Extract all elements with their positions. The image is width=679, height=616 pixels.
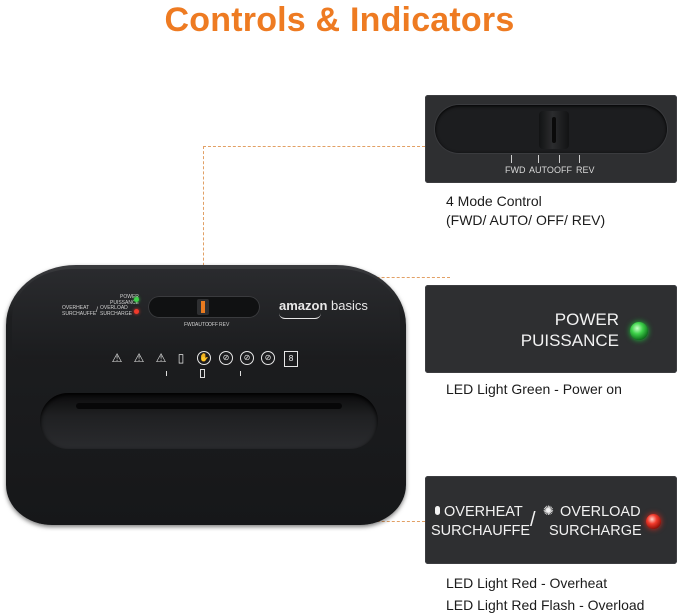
power-panel: POWER PUISSANCE — [425, 285, 677, 373]
logo-amazon: amazon — [279, 298, 328, 313]
icon-divider — [200, 369, 205, 378]
tick-mark — [511, 155, 512, 163]
mode-label-off: OFF — [554, 165, 572, 175]
shredder-top-panel: POWER PUISSANCE OVERHEAT SURCHAUFFE / OV… — [12, 269, 400, 359]
page-title: Controls & Indicators — [164, 1, 515, 39]
overheat-caption-line2: LED Light Red Flash - Overload — [446, 597, 645, 613]
overload-label-line1: OVERLOAD — [560, 504, 641, 520]
overheat-label-line1: OVERHEAT — [444, 504, 523, 520]
no-hand-icon: ✋ — [197, 351, 211, 365]
mode-control-panel: FWD AUTO OFF REV — [425, 95, 677, 183]
tick-mark — [579, 155, 580, 163]
warning-icon: ⚠ — [155, 351, 167, 365]
shredder-separator: / — [96, 307, 98, 314]
shredder-overload-line2: SURCHARGE — [100, 311, 132, 317]
warning-icon: ⚠ — [111, 351, 123, 365]
tick-mark — [538, 155, 539, 163]
icon-divider — [166, 371, 167, 376]
logo-smile — [279, 313, 321, 319]
amazon-basics-logo: amazon basics — [279, 298, 368, 319]
thermometer-icon — [435, 506, 440, 515]
warning-icon: ⚠ — [133, 351, 145, 365]
shredder-overheat-label: OVERHEAT SURCHAUFFE — [62, 305, 96, 317]
mode-switch-track — [435, 105, 667, 153]
mode-caption-line1: 4 Mode Control — [446, 193, 542, 209]
power-led-icon — [630, 322, 648, 340]
power-label-line2: PUISSANCE — [520, 331, 619, 350]
overheat-led-icon — [646, 514, 661, 529]
overheat-overload-panel: OVERHEAT SURCHAUFFE / ✺ OVERLOAD SURCHAR… — [425, 476, 677, 564]
shredder-power-line1: POWER — [120, 294, 139, 300]
shredder-mode-auto: AUTO — [195, 322, 209, 328]
no-hair-icon: ⊘ — [240, 351, 254, 365]
overload-label: OVERLOAD SURCHARGE — [545, 503, 642, 541]
capacity-icon: 8 — [284, 351, 298, 367]
mode-switch-knob[interactable] — [539, 111, 569, 149]
power-label: POWER PUISSANCE — [521, 309, 619, 351]
overheat-label-line2: SURCHAUFFE — [431, 523, 531, 539]
shredder-overheat-led-icon — [134, 309, 139, 314]
shredder-mode-off: OFF — [208, 322, 218, 328]
shredder-mode-switch[interactable] — [148, 296, 260, 318]
power-label-line1: POWER — [554, 310, 619, 329]
slot-opening — [76, 403, 342, 409]
shredder-overload-line1: OVERLOAD — [100, 305, 128, 311]
overload-label-line2: SURCHARGE — [549, 523, 642, 539]
shredder-overheat-line2: SURCHAUFFE — [62, 311, 97, 317]
overheat-caption-line1: LED Light Red - Overheat — [446, 575, 608, 591]
shredder-overload-label: OVERLOAD SURCHARGE — [100, 305, 132, 317]
shredder-power-label: POWER PUISSANCE — [110, 294, 139, 306]
manual-icon: ▯ — [177, 351, 185, 365]
label-separator: / — [530, 509, 536, 531]
shredder-mode-rev: REV — [219, 322, 230, 328]
shredder-mode-fwd: FWD — [184, 322, 196, 328]
overheat-label: OVERHEAT SURCHAUFFE — [431, 503, 530, 541]
leader-mode-horizontal — [203, 146, 425, 147]
no-tie-icon: ⊘ — [219, 351, 233, 365]
overload-sun-icon: ✺ — [543, 504, 554, 519]
shredder-mode-knob[interactable] — [197, 299, 209, 315]
switch-ridge — [552, 117, 556, 143]
shredder-power-line2: PUISSANCE — [110, 300, 139, 306]
mode-caption-line2: (FWD/ AUTO/ OFF/ REV) — [446, 212, 606, 228]
leader-mode-vertical — [203, 146, 204, 286]
power-caption: LED Light Green - Power on — [446, 381, 622, 397]
shredder-overheat-line1: OVERHEAT — [62, 305, 90, 311]
paper-feed-slot — [40, 393, 378, 449]
logo-basics: basics — [331, 298, 368, 313]
knob-highlight — [201, 301, 205, 313]
shredder-body: POWER PUISSANCE OVERHEAT SURCHAUFFE / OV… — [6, 265, 406, 525]
mode-label-fwd: FWD — [505, 165, 526, 175]
mode-label-rev: REV — [576, 165, 595, 175]
tick-mark — [559, 155, 560, 163]
shredder-power-led-icon — [134, 297, 139, 302]
no-child-icon: ⊘ — [261, 351, 275, 365]
mode-label-auto: AUTO — [529, 165, 554, 175]
icon-divider — [240, 371, 241, 376]
